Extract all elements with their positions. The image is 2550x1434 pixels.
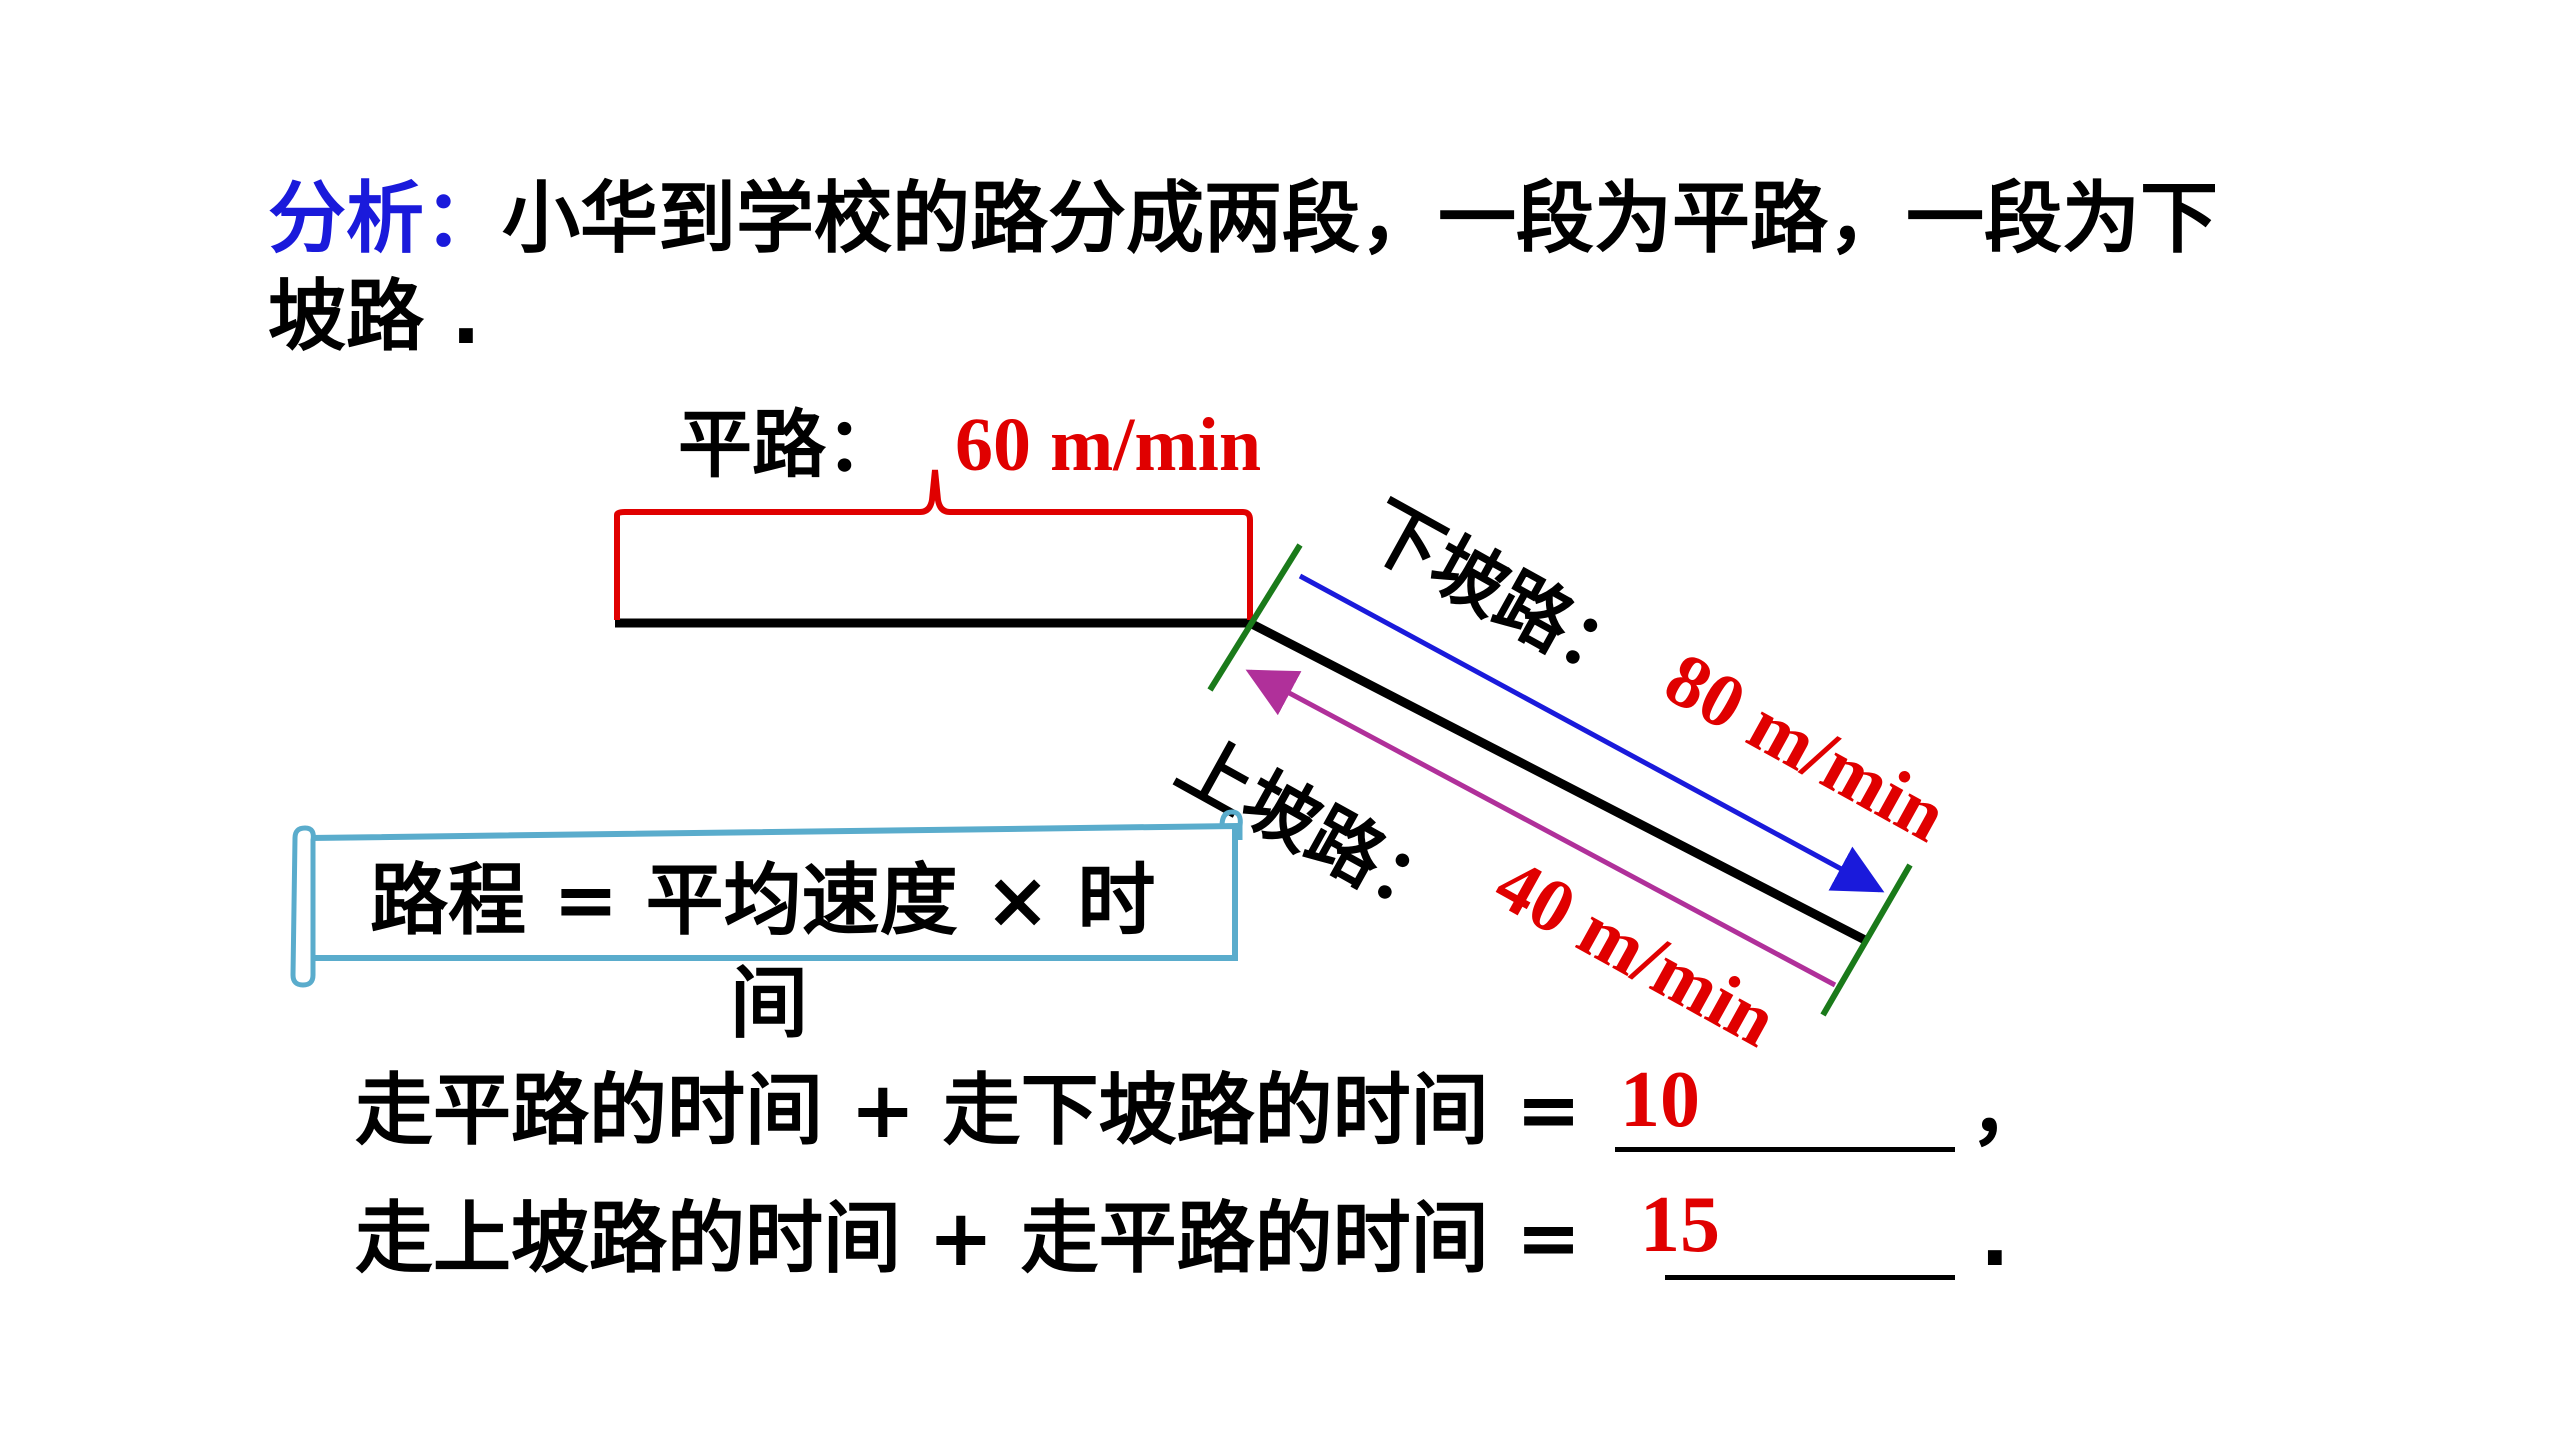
uphill-arrow [1245, 669, 1837, 988]
tick-top [1207, 543, 1303, 692]
analysis-text: 小华到学校的路分成两段，一段为平路，一段为下 [502, 174, 2219, 264]
flat-label: 平路： [678, 402, 900, 488]
analysis-line-2: 坡路 . [268, 272, 481, 362]
downhill-label: 下坡路： [1351, 486, 1652, 705]
tick-bottom [1820, 863, 1913, 1017]
analysis-label: 分析： [268, 174, 503, 264]
answer-blank-2 [1665, 1275, 1955, 1280]
formula-line-1: 路程 = 平均速度 × 时 [370, 856, 1156, 946]
analysis-line-1: 分析：小华到学校的路分成两段，一段为平路，一段为下 [268, 180, 2218, 258]
equation-2: 走上坡路的时间 + 走平路的时间 = [355, 1194, 1582, 1284]
equation-1: 走平路的时间 + 走下坡路的时间 = [355, 1066, 1582, 1156]
answer-blank-1 [1615, 1147, 1955, 1152]
formula-scroll [290, 809, 1243, 988]
answer-2: 15 [1640, 1181, 1720, 1269]
downhill-arrow [1298, 573, 1885, 893]
flat-brace [614, 469, 1253, 620]
flat-speed: 60 m/min [955, 403, 1261, 487]
equation-2-end: . [1980, 1194, 2010, 1284]
answer-1: 10 [1620, 1056, 1700, 1144]
formula-line-2: 间 [730, 959, 809, 1049]
equation-1-end: ， [1970, 1066, 2049, 1156]
downhill-speed: 80 m/min [1652, 636, 1960, 858]
slope-road [1247, 619, 1868, 944]
